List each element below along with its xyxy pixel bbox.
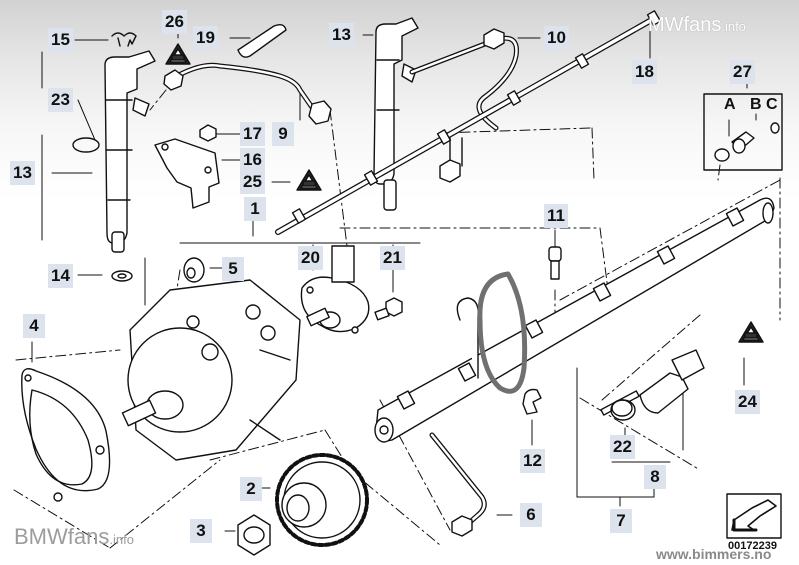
pipe-9 [167, 62, 321, 119]
callout-16: 16 [240, 148, 265, 172]
callout-22: 22 [610, 435, 635, 459]
callout-19: 19 [193, 26, 218, 50]
leader-lines [13, 24, 781, 549]
callout-24: 24 [735, 390, 760, 414]
bracket-16 [154, 138, 220, 209]
callout-11: 11 [544, 204, 568, 228]
pressure-valve-20 [300, 245, 370, 334]
warning-triangle-icon [738, 321, 764, 343]
callout-18: 18 [632, 60, 657, 84]
warning-triangle-icon [165, 43, 191, 65]
kit-letter-a: A [724, 96, 736, 113]
callout-1: 1 [244, 197, 266, 221]
diagram-part-number: 00172239 [728, 540, 777, 552]
callout-14: 14 [48, 264, 73, 288]
callout-21: 21 [380, 246, 405, 270]
common-rail [374, 197, 775, 443]
nut-17 [199, 124, 217, 142]
callout-5: 5 [222, 257, 244, 281]
injector-left [104, 50, 156, 253]
callout-20: 20 [298, 246, 323, 270]
callout-12: 12 [520, 449, 545, 473]
sprocket-2 [275, 453, 369, 547]
callout-4: 4 [23, 314, 45, 338]
bolt-21 [374, 297, 403, 321]
kit-27-parts [714, 122, 780, 162]
callout-23: 23 [48, 88, 73, 112]
watermark-bottom-left: BMWfans.info [14, 524, 134, 549]
callout-10: 10 [544, 26, 569, 50]
kit-27-box [703, 93, 783, 171]
callout-3: 3 [190, 519, 212, 543]
callout-6: 6 [520, 503, 542, 527]
bolt-11 [548, 246, 562, 280]
callout-27: 27 [730, 60, 755, 84]
washer-14 [111, 270, 133, 282]
callout-2: 2 [240, 477, 262, 501]
callout-25: 25 [240, 170, 265, 194]
injector-right [373, 17, 419, 211]
callout-13-left: 13 [10, 161, 35, 185]
highlight-loop [477, 271, 528, 394]
o-ring-23 [72, 137, 100, 153]
nut-3 [237, 514, 271, 556]
clip-part [111, 32, 137, 47]
callout-17: 17 [240, 122, 265, 146]
warning-triangle-icon [296, 169, 322, 191]
high-pressure-pump [121, 279, 301, 461]
callout-26: 26 [162, 10, 187, 34]
pressure-sensor [600, 349, 705, 417]
seal-22 [610, 399, 636, 421]
watermark-top: MWfans.info [648, 14, 746, 36]
callout-9: 9 [272, 122, 294, 146]
callout-7: 7 [610, 509, 632, 533]
callout-15: 15 [48, 28, 73, 52]
kit-letter-b: B [750, 96, 762, 113]
callout-8: 8 [644, 465, 666, 489]
gasket-4 [21, 368, 111, 502]
reference-arrow-box [726, 493, 782, 539]
sleeve-19 [237, 23, 287, 58]
watermark-bottom-right: www.bimmers.no [656, 546, 772, 562]
callout-13-top: 13 [329, 23, 354, 47]
kit-letter-c: C [766, 96, 778, 113]
bracket-12 [522, 388, 542, 415]
